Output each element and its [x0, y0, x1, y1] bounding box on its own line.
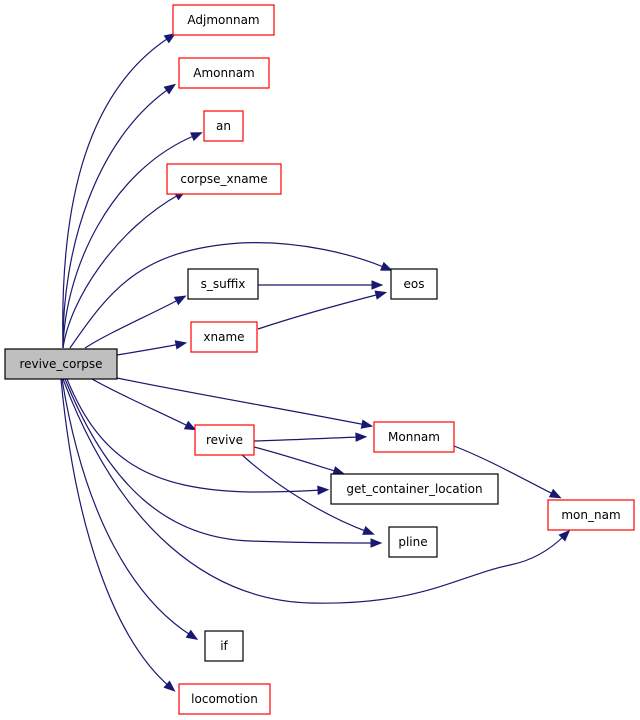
arrowhead	[374, 290, 388, 300]
edge-revive-corpse-s-suffix	[84, 298, 181, 349]
node-amonnam[interactable]: Amonnam	[178, 57, 270, 89]
node-box	[190, 321, 258, 353]
edge-revive-corpse-adjmonnam	[62, 36, 171, 349]
arrowhead	[558, 529, 571, 542]
node-pline[interactable]: pline	[388, 526, 438, 558]
node-label: an	[216, 119, 231, 133]
node-box	[388, 526, 438, 558]
node-label: Adjmonnam	[187, 13, 259, 27]
node-label: eos	[404, 277, 425, 291]
node-locomotion[interactable]: locomotion	[178, 683, 271, 715]
node-s-suffix[interactable]: s_suffix	[187, 268, 259, 300]
arrowhead	[371, 280, 384, 290]
edge-monnam-mon-nam	[453, 445, 556, 496]
edge-revive-corpse-an	[62, 134, 197, 349]
node-box	[187, 268, 259, 300]
node-xname[interactable]: xname	[190, 321, 258, 353]
node-eos[interactable]: eos	[390, 268, 438, 300]
arrowhead	[173, 295, 187, 306]
node-box	[178, 57, 270, 89]
node-box	[330, 473, 499, 505]
arrowhead	[360, 419, 374, 429]
node-label: mon_nam	[561, 508, 620, 522]
arrowhead	[548, 488, 562, 499]
arrowhead	[163, 680, 176, 692]
arrowhead	[185, 629, 199, 640]
edge-revive-corpse-get-container-location	[66, 378, 323, 493]
edge-revive-corpse-if	[61, 378, 193, 637]
node-adjmonnam[interactable]: Adjmonnam	[172, 4, 275, 36]
node-label: Monnam	[388, 430, 440, 444]
edge-xname-eos	[257, 293, 381, 330]
node-label: locomotion	[191, 692, 258, 706]
edge-revive-corpse-mon-nam	[62, 378, 566, 604]
node-mon-nam[interactable]: mon_nam	[547, 499, 635, 531]
arrowhead	[355, 432, 368, 442]
arrowhead	[163, 32, 177, 44]
node-box	[4, 348, 118, 380]
node-label: revive_corpse	[19, 357, 102, 371]
node-box	[166, 163, 282, 195]
node-get-container-location[interactable]: get_container_location	[330, 473, 499, 505]
arrowhead	[317, 485, 330, 495]
node-label: revive	[206, 433, 243, 447]
arrowhead	[190, 132, 203, 142]
node-corpse-xname[interactable]: corpse_xname	[166, 163, 282, 195]
node-box	[172, 4, 275, 36]
node-label: pline	[398, 535, 427, 549]
node-box	[178, 683, 271, 715]
arrowhead	[174, 340, 188, 350]
node-label: Amonnam	[193, 66, 255, 80]
node-box	[547, 499, 635, 531]
node-label: xname	[203, 330, 244, 344]
arrowhead	[380, 261, 393, 271]
node-an[interactable]: an	[203, 110, 244, 142]
edge-revive-corpse-revive	[91, 378, 191, 428]
node-box	[203, 110, 244, 142]
node-box	[373, 421, 455, 453]
arrowhead	[370, 538, 383, 548]
node-box	[204, 630, 244, 662]
node-box	[194, 424, 255, 456]
edge-layer	[60, 32, 571, 692]
edge-revive-corpse-locomotion	[60, 378, 171, 688]
edge-revive-corpse-xname	[116, 343, 181, 356]
node-label: s_suffix	[201, 277, 246, 291]
edge-revive-corpse-amonnam	[62, 87, 171, 349]
edge-revive-corpse-eos	[69, 242, 387, 349]
node-monnam[interactable]: Monnam	[373, 421, 455, 453]
arrowhead	[183, 420, 197, 431]
node-label: if	[220, 639, 228, 653]
node-revive-corpse[interactable]: revive_corpse	[4, 348, 118, 380]
node-label: get_container_location	[346, 482, 482, 496]
node-label: corpse_xname	[180, 172, 267, 186]
edge-revive-get-container-location	[253, 446, 339, 473]
node-box	[390, 268, 438, 300]
edge-revive-corpse-corpse-xname	[62, 193, 181, 349]
edge-revive-pline	[239, 452, 369, 533]
arrowhead	[163, 83, 177, 95]
edge-revive-corpse-monnam	[116, 377, 367, 426]
node-revive[interactable]: revive	[194, 424, 255, 456]
node-if[interactable]: if	[204, 630, 244, 662]
edge-revive-monnam	[253, 436, 361, 442]
arrowhead	[362, 525, 375, 535]
edge-revive-corpse-pline	[64, 378, 376, 544]
